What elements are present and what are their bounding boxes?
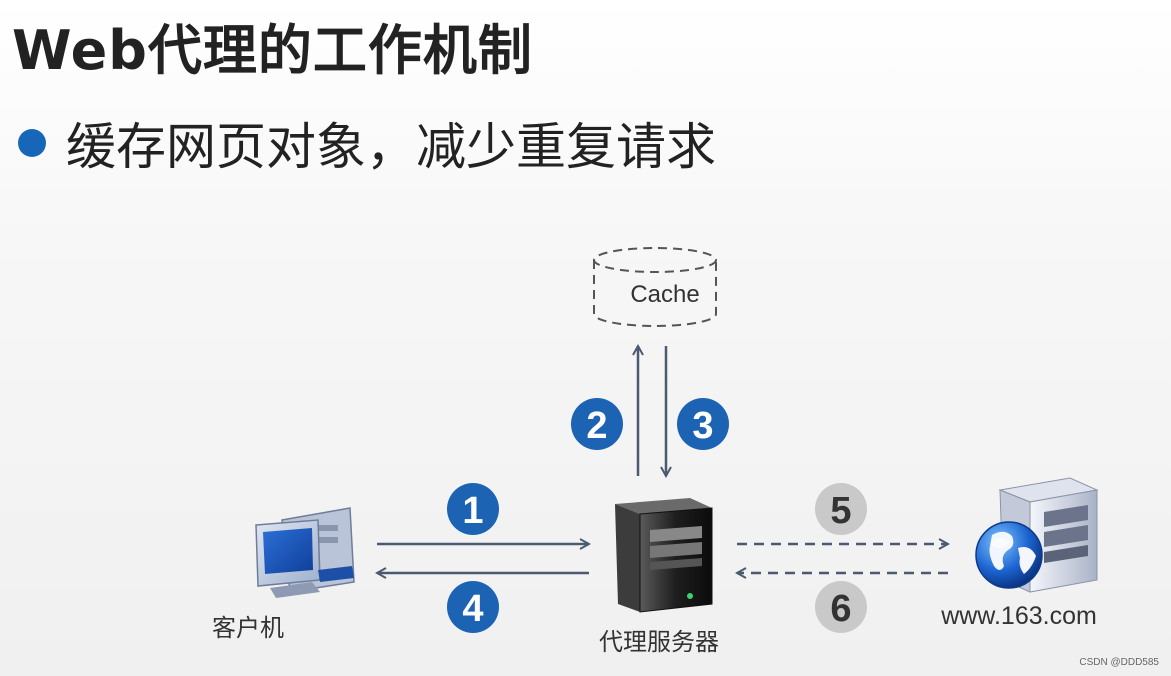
cache-label: Cache xyxy=(630,281,699,308)
cache-store: Cache xyxy=(593,247,717,327)
bullet-point: 缓存网页对象，减少重复请求 xyxy=(18,108,716,178)
client-computer-icon xyxy=(255,507,355,598)
watermark: CSDN @DDD585 xyxy=(1079,657,1159,668)
step-badge-5: 5 xyxy=(815,483,867,535)
proxy-server-icon xyxy=(615,498,713,613)
step-badge-6-number: 6 xyxy=(830,588,851,630)
step-badge-2-number: 2 xyxy=(586,405,607,447)
client-label: 客户机 xyxy=(212,614,284,642)
step-badge-3-number: 3 xyxy=(692,405,713,447)
step-badge-5-number: 5 xyxy=(830,490,851,532)
bullet-dot-icon xyxy=(18,129,46,157)
step-badge-3: 3 xyxy=(677,398,729,450)
proxy-label: 代理服务器 xyxy=(599,628,719,656)
step-badge-1-number: 1 xyxy=(462,490,483,532)
step-badge-4-number: 4 xyxy=(462,588,483,630)
step-badge-6: 6 xyxy=(815,581,867,633)
globe-icon xyxy=(975,521,1043,589)
step-badge-2: 2 xyxy=(571,398,623,450)
server-label: www.163.com xyxy=(940,602,1097,630)
step-badge-1: 1 xyxy=(447,483,499,535)
slide-title: Web代理的工作机制 xyxy=(12,19,533,82)
step-badge-4: 4 xyxy=(447,581,499,633)
bullet-text: 缓存网页对象，减少重复请求 xyxy=(66,118,716,176)
